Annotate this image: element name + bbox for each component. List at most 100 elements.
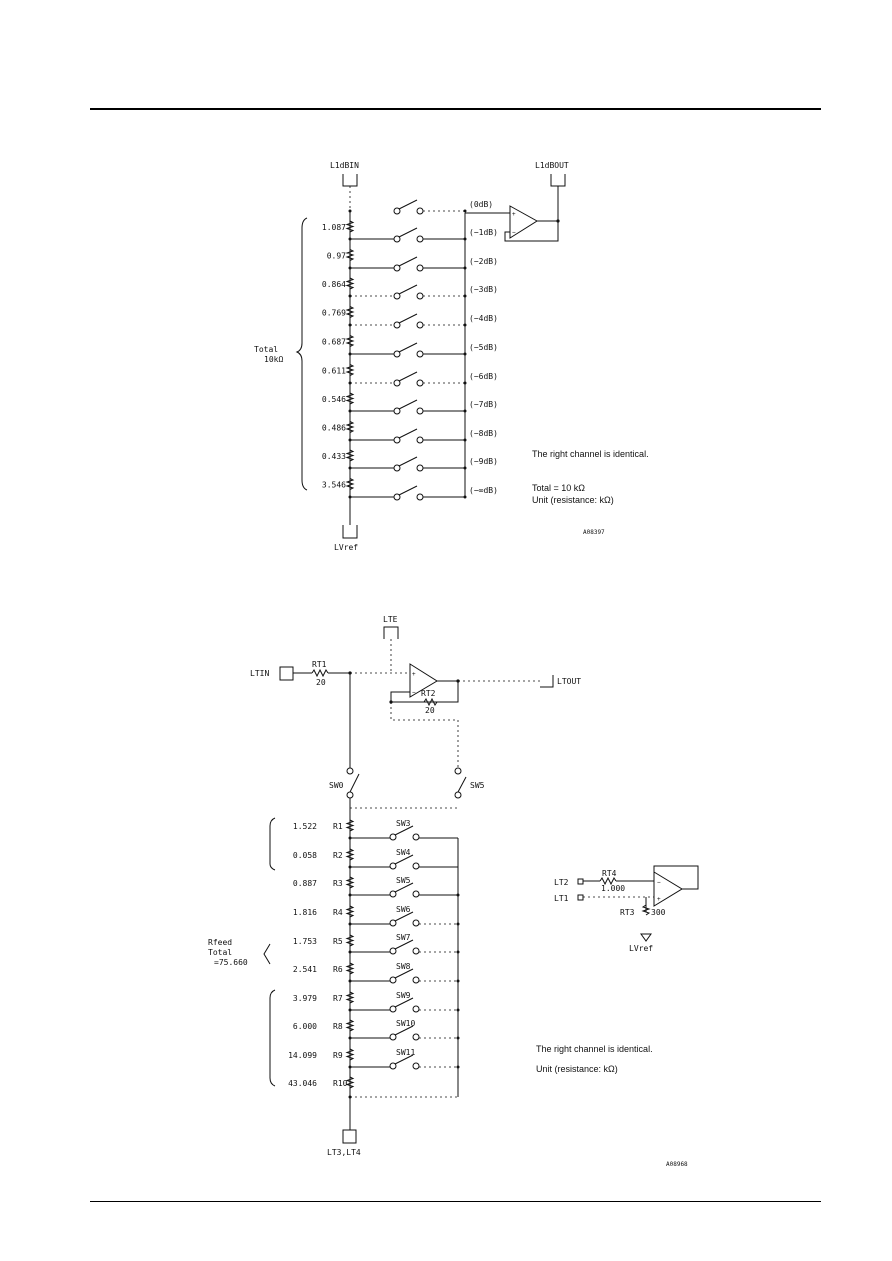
sub-circuit: LT2 LT1 RT4 1.000 − + RT3 300 LVref [554, 865, 699, 953]
sw5-lead [390, 702, 459, 768]
header-rule [90, 108, 821, 110]
rt1-name: RT1 [312, 660, 327, 669]
ltout-label: LTOUT [557, 677, 581, 686]
opamp-1 [509, 205, 538, 239]
d1-switch-contact-a [393, 436, 401, 444]
total-brace [295, 217, 308, 491]
d2-switch-contact-b [412, 833, 420, 841]
d2-resistor-name: R10 [333, 1079, 348, 1088]
opamp-2 [409, 663, 438, 698]
total-label: Total [254, 345, 278, 354]
d1-bus-node [463, 352, 467, 356]
rt3-label: RT3 [620, 908, 635, 917]
opamp3-feedback [653, 865, 699, 890]
ltout-pin [540, 675, 554, 688]
d1-tap-label: (−9dB) [469, 457, 498, 466]
d1-resistor-value: 0.864 [322, 280, 346, 289]
d2-resistor-value: 1.753 [293, 937, 317, 946]
d1-switch-contact-b [416, 493, 424, 501]
d1-tap-label: (−6dB) [469, 372, 498, 381]
d1-bus-node [463, 209, 467, 213]
opamp2-minus: − [412, 689, 416, 696]
rt4-resistor [599, 876, 617, 886]
l1dbout-pin [550, 174, 566, 187]
d1-resistor-value: 3.546 [322, 481, 346, 490]
d1-bus-node [463, 495, 467, 499]
l1dbin-label: L1dBIN [330, 161, 359, 170]
d1-resistor [345, 249, 355, 261]
d1-resistor-value: 0.433 [322, 452, 346, 461]
d1-switch-contact-a [393, 235, 401, 243]
rfeed-3: =75.660 [214, 958, 248, 967]
rt2-value: 20 [425, 706, 435, 715]
d1-switch-contact-b [416, 464, 424, 472]
lt3-lt4-pin [342, 1129, 357, 1144]
rfeed-1: Rfeed [208, 938, 232, 947]
d1-tap-node [348, 209, 352, 213]
d2-resistor-value: 2.541 [293, 965, 317, 974]
d2-switch-label: SW6 [396, 905, 411, 914]
d1-switch-contact-b [416, 379, 424, 387]
d2-switch-blade [394, 1025, 414, 1036]
brace-bottom [269, 989, 276, 1087]
d2-switch-contact-a [389, 1033, 397, 1041]
d2-resistor [345, 934, 355, 947]
d1-switch-blade [398, 199, 418, 210]
sw5-bottom-contact [454, 791, 462, 799]
lt2-label: LT2 [554, 878, 569, 887]
d2-switch-blade [394, 854, 414, 865]
d2-resistor-name: R7 [333, 994, 343, 1003]
d2-resistor-value: 0.058 [293, 851, 317, 860]
d2-switch-contact-a [389, 862, 397, 870]
d1-resistor-value: 0.687 [322, 338, 346, 347]
d1-tap-label: (−8dB) [469, 429, 498, 438]
d2-bus-node [456, 950, 460, 954]
d2-bus-node [456, 979, 460, 983]
rt4-value: 1.000 [601, 884, 625, 893]
d1-bus-node [463, 237, 467, 241]
rt1-resistor [311, 668, 329, 678]
d2-switch-label: SW8 [396, 962, 411, 971]
d1-note-total: Total = 10 kΩ [532, 483, 585, 493]
brace-mid [263, 943, 271, 965]
d2-resistor-name: R5 [333, 937, 343, 946]
d2-switch-contact-a [389, 947, 397, 955]
d1-switch-blade [398, 284, 418, 295]
d2-resistor-value: 6.000 [293, 1022, 317, 1031]
d2-switch-contact-a [389, 890, 397, 898]
d2-resistor [345, 962, 355, 975]
d2-resistor [345, 819, 355, 832]
d1-switch-blade [398, 456, 418, 467]
d1-ladder-group: (0dB)(−1dB)(−2dB)(−3dB)(−4dB)(−5dB)(−6dB… [322, 199, 498, 501]
d2-resistor-value: 1.522 [293, 822, 317, 831]
d2-switch-blade [394, 939, 414, 950]
d1-bus-node [463, 323, 467, 327]
d1-switch-contact-a [393, 407, 401, 415]
d1-switch-contact-a [393, 464, 401, 472]
d1-switch-contact-b [416, 407, 424, 415]
d1-bus-node [463, 409, 467, 413]
d1-resistor-value: 0.486 [322, 424, 346, 433]
opamp-plus: + [512, 211, 516, 218]
opamp-3 [653, 871, 683, 907]
d2-resistor [345, 991, 355, 1004]
d2-bus-node [456, 1065, 460, 1069]
d1-resistor [345, 421, 355, 433]
d2-resistor-name: R2 [333, 851, 343, 860]
lvref-pin [342, 525, 358, 539]
d2-bus-node [456, 922, 460, 926]
d1-switch-blade [398, 485, 418, 496]
d1-resistor [345, 478, 355, 490]
sw5-top-contact [454, 767, 462, 775]
d1-resistor [345, 277, 355, 290]
ltin-pin [279, 666, 294, 681]
d1-switch-contact-b [416, 235, 424, 243]
ltin-label: LTIN [250, 669, 269, 678]
rfeed-2: Total [208, 948, 232, 957]
d1-tap-label: (−1dB) [469, 228, 498, 237]
d1-tap-label: (−5dB) [469, 343, 498, 352]
d1-switch-blade [398, 428, 418, 439]
d2-switch-contact-b [412, 1033, 420, 1041]
d2-switch-contact-a [389, 833, 397, 841]
